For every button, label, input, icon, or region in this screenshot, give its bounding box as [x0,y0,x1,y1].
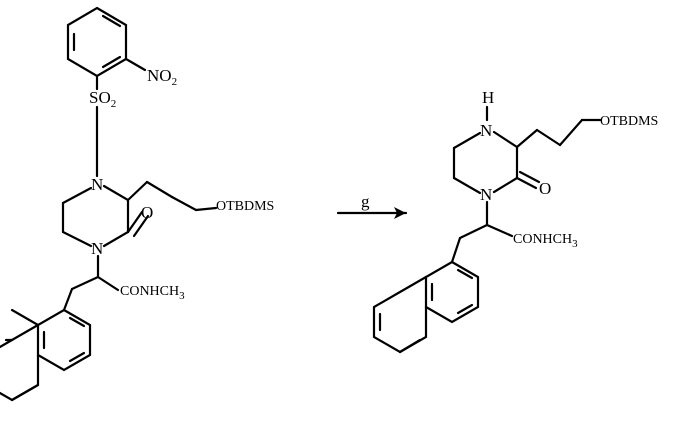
carbonyl-oxygen-label: O [141,203,153,222]
product-piperazinone-ring: N N [454,121,539,204]
nh-hydrogen-label: H [482,88,494,107]
piperazinone-ring: N N [63,175,148,258]
amide-group-label: CONHCH3 [120,284,185,302]
silyl-ether-label: OTBDMS [216,199,274,214]
n1-label: N [91,239,103,258]
nitro-group-label: NO2 [147,66,177,88]
sulfonyl-group-label: SO2 [89,88,116,110]
reaction-arrow: g [338,192,406,219]
product-n4-label: N [480,121,492,140]
n4-label: N [91,175,103,194]
product-structure: H N N O OTBDMS CONHCH3 [374,88,658,352]
reactant-naphthalene-fused-ring [6,325,38,340]
reagent-label: g [361,192,370,211]
product-n1-label: N [480,185,492,204]
product-naphthyl-group [374,262,478,352]
nitrophenyl-ring [68,8,145,76]
product-carbonyl-oxygen-label: O [539,179,551,198]
reactant-structure: NO2 SO2 N N O OTBDMS CONHCH3 [0,8,274,400]
product-amide-group-label: CONHCH3 [513,232,578,250]
reactant-naphthalene-visible [12,310,38,325]
product-silyl-ether-label: OTBDMS [600,114,658,129]
naphthyl-group [0,310,90,400]
